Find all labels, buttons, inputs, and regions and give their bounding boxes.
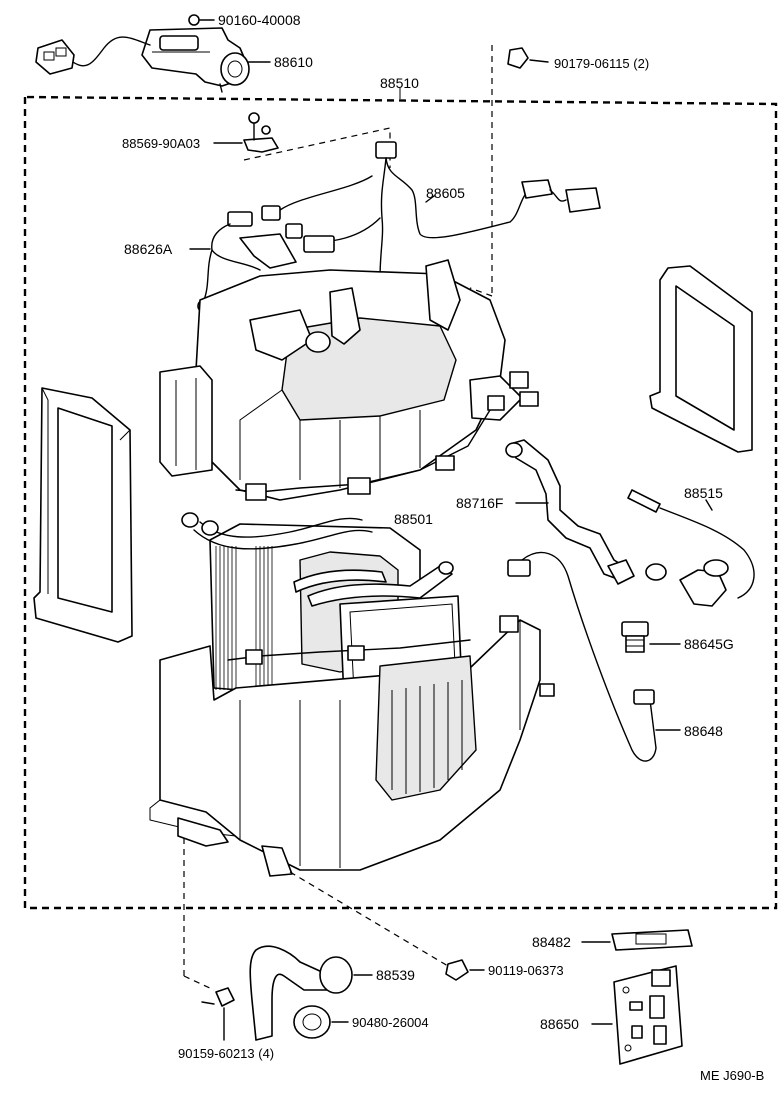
sensor-wire-88648: [507, 551, 681, 762]
gasket-frame-right: [649, 265, 753, 453]
label-88605: 88605: [426, 185, 465, 201]
label-88539: 88539: [376, 967, 415, 983]
circuit-board-88650: [591, 965, 683, 1065]
label-88510: 88510: [380, 75, 419, 91]
label-90159-60213: 90159-60213 (4): [178, 1046, 274, 1061]
gasket-frame-left: [33, 387, 133, 643]
label-88515: 88515: [684, 485, 723, 501]
pipe-88716F: [505, 439, 667, 585]
servo-motor-88610: [35, 14, 271, 93]
thermistor-88515: [627, 489, 755, 607]
drain-hose-88539: [249, 945, 373, 1041]
lower-case: [149, 615, 555, 877]
screw-90119-06373: [289, 871, 485, 981]
label-90160-40008: 90160-40008: [218, 12, 301, 28]
label-90480-26004: 90480-26004: [352, 1015, 429, 1030]
grommet-90480-26004: [293, 1005, 349, 1039]
pressure-switch-88645G: [621, 621, 681, 653]
label-88482: 88482: [532, 934, 571, 950]
label-88716F: 88716F: [456, 495, 503, 511]
label-88610: 88610: [274, 54, 313, 70]
assembly-boundary-88510: [23, 88, 778, 910]
label-88626A: 88626A: [124, 241, 173, 257]
plate-88482: [581, 929, 693, 951]
bracket-88569-90A03: [213, 112, 391, 168]
label-90179-06115: 90179-06115 (2): [554, 56, 649, 71]
part-labels: 90160-40008 88610 90179-06115 (2) 88510 …: [122, 12, 764, 1083]
label-88648: 88648: [684, 723, 723, 739]
upper-case: [159, 259, 539, 501]
screw-90159-60213: [183, 838, 235, 1041]
drawing-code: ME J690-B: [700, 1068, 764, 1083]
label-88501: 88501: [394, 511, 433, 527]
label-90119-06373: 90119-06373: [488, 963, 564, 978]
wire-harness-88605: [227, 141, 601, 279]
screw-90179-06115: [469, 45, 549, 297]
label-88645G: 88645G: [684, 636, 734, 652]
label-88569-90A03: 88569-90A03: [122, 136, 200, 151]
label-88650: 88650: [540, 1016, 579, 1032]
evaporator-fins: [215, 546, 273, 690]
